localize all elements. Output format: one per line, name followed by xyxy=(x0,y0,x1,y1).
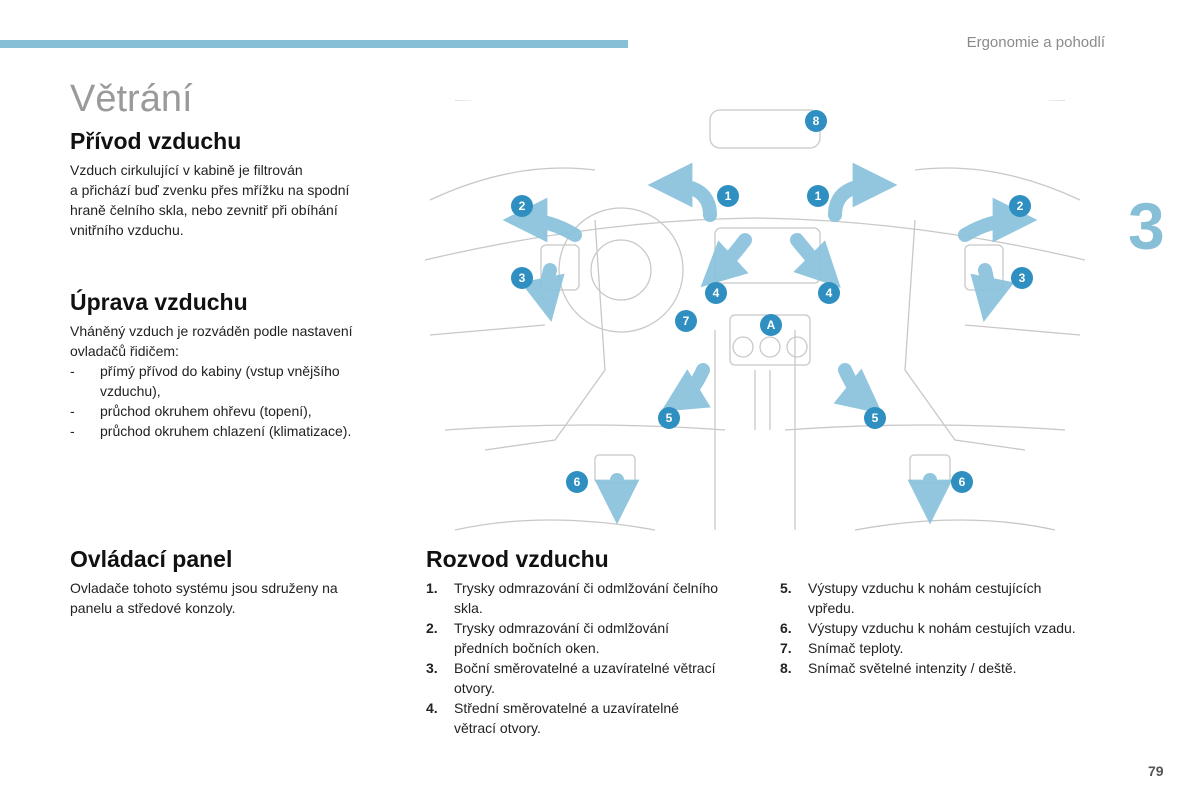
text-line: a přichází buď zvenku přes mřížku na spo… xyxy=(70,182,350,198)
chapter-number: 3 xyxy=(1128,189,1165,263)
badge-2-right: 2 xyxy=(1009,195,1031,217)
intake-heading: Přívod vzduchu xyxy=(70,128,242,154)
text-line: Ovladače tohoto systému jsou sdruženy na xyxy=(70,580,338,596)
treatment-list: - přímý přívod do kabiny (vstup vnějšího… xyxy=(70,361,400,441)
text-line: průchod okruhem ohřevu (topení), xyxy=(100,403,312,419)
item-number: 4. xyxy=(426,700,438,716)
svg-text:2: 2 xyxy=(1017,199,1024,213)
distribution-heading: Rozvod vzduchu xyxy=(426,546,609,572)
text-line: ovladačů řidičem: xyxy=(70,343,179,359)
svg-text:5: 5 xyxy=(872,411,879,425)
text-line: skla. xyxy=(454,600,483,616)
badge-1-left: 1 xyxy=(717,185,739,207)
item-number: 7. xyxy=(780,640,792,656)
svg-text:1: 1 xyxy=(725,189,732,203)
list-item: 2. Trysky odmrazování či odmlžování před… xyxy=(426,618,756,658)
badge-1-right: 1 xyxy=(807,185,829,207)
badge-2-left: 2 xyxy=(511,195,533,217)
list-item: 3. Boční směrovatelné a uzavíratelné vět… xyxy=(426,658,756,698)
text-line: Snímač teploty. xyxy=(808,640,904,656)
text-line: hraně čelního skla, nebo zevnitř při obí… xyxy=(70,202,338,218)
svg-text:7: 7 xyxy=(683,314,690,328)
text-line: panelu a středové konzoly. xyxy=(70,600,236,616)
page-title: Větrání xyxy=(70,78,193,120)
panel-heading: Ovládací panel xyxy=(70,546,233,572)
distribution-list-right: 5. Výstupy vzduchu k nohám cestujících v… xyxy=(780,578,1120,678)
badge-3-left: 3 xyxy=(511,267,533,289)
svg-text:2: 2 xyxy=(519,199,526,213)
text-line: Boční směrovatelné a uzavíratelné větrac… xyxy=(454,660,716,676)
badge-6-left: 6 xyxy=(566,471,588,493)
item-number: 3. xyxy=(426,660,438,676)
badge-7: 7 xyxy=(675,310,697,332)
distribution-list-left: 1. Trysky odmrazování či odmlžování čeln… xyxy=(426,578,756,738)
badge-a: A xyxy=(760,314,782,336)
text-line: Vzduch cirkulující v kabině je filtrován xyxy=(70,162,303,178)
badge-5-left: 5 xyxy=(658,407,680,429)
text-line: Střední směrovatelné a uzavíratelné xyxy=(454,700,679,716)
item-number: 2. xyxy=(426,620,438,636)
text-line: větrací otvory. xyxy=(454,720,541,736)
badge-8: 8 xyxy=(805,110,827,132)
panel-text: Ovladače tohoto systému jsou sdruženy na… xyxy=(70,578,400,618)
list-item: 1. Trysky odmrazování či odmlžování čeln… xyxy=(426,578,756,618)
svg-text:5: 5 xyxy=(666,411,673,425)
svg-text:6: 6 xyxy=(959,475,966,489)
treatment-text: Vháněný vzduch je rozváděn podle nastave… xyxy=(70,321,400,361)
callout-badges: 8 1 1 2 2 3 3 4 4 A 7 5 5 6 6 xyxy=(511,110,1033,493)
svg-text:A: A xyxy=(767,318,776,332)
text-line: předních bočních oken. xyxy=(454,640,600,656)
text-line: vnitřního vzduchu. xyxy=(70,222,184,238)
item-number: 5. xyxy=(780,580,792,596)
badge-3-right: 3 xyxy=(1011,267,1033,289)
badge-4-right: 4 xyxy=(818,282,840,304)
list-item: 6. Výstupy vzduchu k nohám cestujích vza… xyxy=(780,618,1120,638)
list-item: 8. Snímač světelné intenzity / deště. xyxy=(780,658,1120,678)
section-name: Ergonomie a pohodlí xyxy=(966,34,1105,51)
svg-text:6: 6 xyxy=(574,475,581,489)
svg-text:4: 4 xyxy=(713,286,720,300)
text-line: vpředu. xyxy=(808,600,855,616)
badge-6-right: 6 xyxy=(951,471,973,493)
list-dash: - xyxy=(70,423,75,439)
list-item: 7. Snímač teploty. xyxy=(780,638,1120,658)
treatment-heading: Úprava vzduchu xyxy=(70,289,248,315)
car-interior-outline xyxy=(425,100,1085,531)
page-number: 79 xyxy=(1148,763,1164,779)
text-line: Vháněný vzduch je rozváděn podle nastave… xyxy=(70,323,353,339)
list-item: - přímý přívod do kabiny (vstup vnějšího… xyxy=(70,361,400,401)
item-number: 1. xyxy=(426,580,438,596)
text-line: Trysky odmrazování či odmlžování čelního xyxy=(454,580,719,596)
list-item: - průchod okruhem ohřevu (topení), xyxy=(70,401,400,421)
text-line: vzduchu), xyxy=(100,383,161,399)
airflow-arrows xyxy=(502,162,1038,525)
svg-text:3: 3 xyxy=(519,271,526,285)
header-accent-bar xyxy=(0,40,628,48)
svg-text:4: 4 xyxy=(826,286,833,300)
list-dash: - xyxy=(70,403,75,419)
item-number: 6. xyxy=(780,620,792,636)
svg-text:3: 3 xyxy=(1019,271,1026,285)
text-line: Výstupy vzduchu k nohám cestujících xyxy=(808,580,1042,596)
list-item: 5. Výstupy vzduchu k nohám cestujících v… xyxy=(780,578,1120,618)
text-line: Trysky odmrazování či odmlžování xyxy=(454,620,669,636)
text-line: přímý přívod do kabiny (vstup vnějšího xyxy=(100,363,340,379)
list-dash: - xyxy=(70,363,75,379)
text-line: Snímač světelné intenzity / deště. xyxy=(808,660,1017,676)
list-item: - průchod okruhem chlazení (klimatizace)… xyxy=(70,421,400,441)
badge-5-right: 5 xyxy=(864,407,886,429)
intake-text: Vzduch cirkulující v kabině je filtrován… xyxy=(70,160,400,240)
text-line: otvory. xyxy=(454,680,495,696)
svg-text:8: 8 xyxy=(813,114,820,128)
ventilation-diagram: 8 1 1 2 2 3 3 4 4 A 7 5 5 6 6 xyxy=(425,100,1085,531)
badge-4-left: 4 xyxy=(705,282,727,304)
text-line: Výstupy vzduchu k nohám cestujích vzadu. xyxy=(808,620,1076,636)
item-number: 8. xyxy=(780,660,792,676)
list-item: 4. Střední směrovatelné a uzavíratelné v… xyxy=(426,698,756,738)
text-line: průchod okruhem chlazení (klimatizace). xyxy=(100,423,352,439)
svg-text:1: 1 xyxy=(815,189,822,203)
